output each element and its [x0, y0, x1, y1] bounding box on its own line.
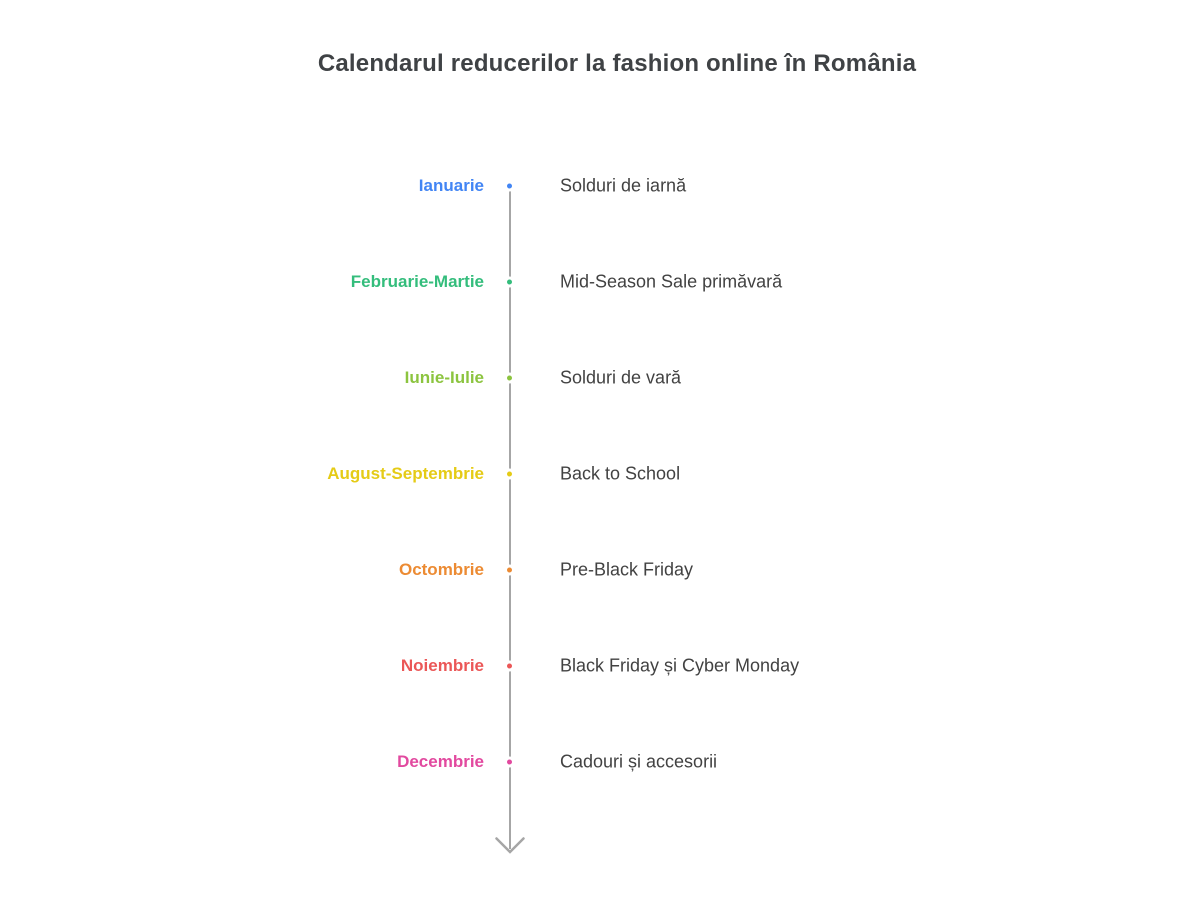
timeline-event-label: Back to School	[560, 463, 681, 484]
timeline-dot	[507, 663, 512, 669]
timeline-row: Noiembrie Black Friday și Cyber Monday	[0, 651, 1200, 681]
arrow-down-icon	[495, 837, 525, 854]
timeline-month-label: Iunie-Iulie	[404, 368, 484, 387]
page-title: Calendarul reducerilor la fashion online…	[317, 50, 917, 77]
timeline-row: Februarie-Martie Mid-Season Sale primăva…	[0, 267, 1200, 297]
timeline-month-label: Ianuarie	[418, 176, 484, 195]
timeline-event-label: Solduri de vară	[560, 367, 682, 388]
timeline-row: August-Septembrie Back to School	[0, 459, 1200, 489]
timeline-event-label: Solduri de iarnă	[560, 175, 687, 196]
timeline-row: Decembrie Cadouri și accesorii	[0, 747, 1200, 777]
timeline-row: Iunie-Iulie Solduri de vară	[0, 363, 1200, 393]
timeline-event-label: Black Friday și Cyber Monday	[560, 655, 800, 676]
timeline-row: Ianuarie Solduri de iarnă	[0, 171, 1200, 201]
timeline-event-label: Pre-Black Friday	[560, 559, 694, 580]
timeline-event-label: Mid-Season Sale primăvară	[560, 271, 783, 292]
timeline-dot	[507, 183, 512, 189]
timeline-row: Octombrie Pre-Black Friday	[0, 555, 1200, 585]
timeline-month-label: Decembrie	[397, 752, 484, 771]
timeline-axis-line	[509, 187, 511, 849]
timeline-event-label: Cadouri și accesorii	[560, 751, 718, 772]
timeline-dot	[507, 759, 512, 765]
timeline-dot	[507, 279, 512, 285]
timeline-month-label: Octombrie	[398, 560, 484, 579]
timeline-month-label: Februarie-Martie	[350, 272, 484, 291]
timeline-month-label: Noiembrie	[400, 656, 484, 675]
timeline-dot	[507, 471, 512, 477]
timeline-month-label: August-Septembrie	[327, 464, 484, 483]
timeline-dot	[507, 375, 512, 381]
arrowhead-chevron	[495, 837, 525, 854]
timeline-dot	[507, 567, 512, 573]
